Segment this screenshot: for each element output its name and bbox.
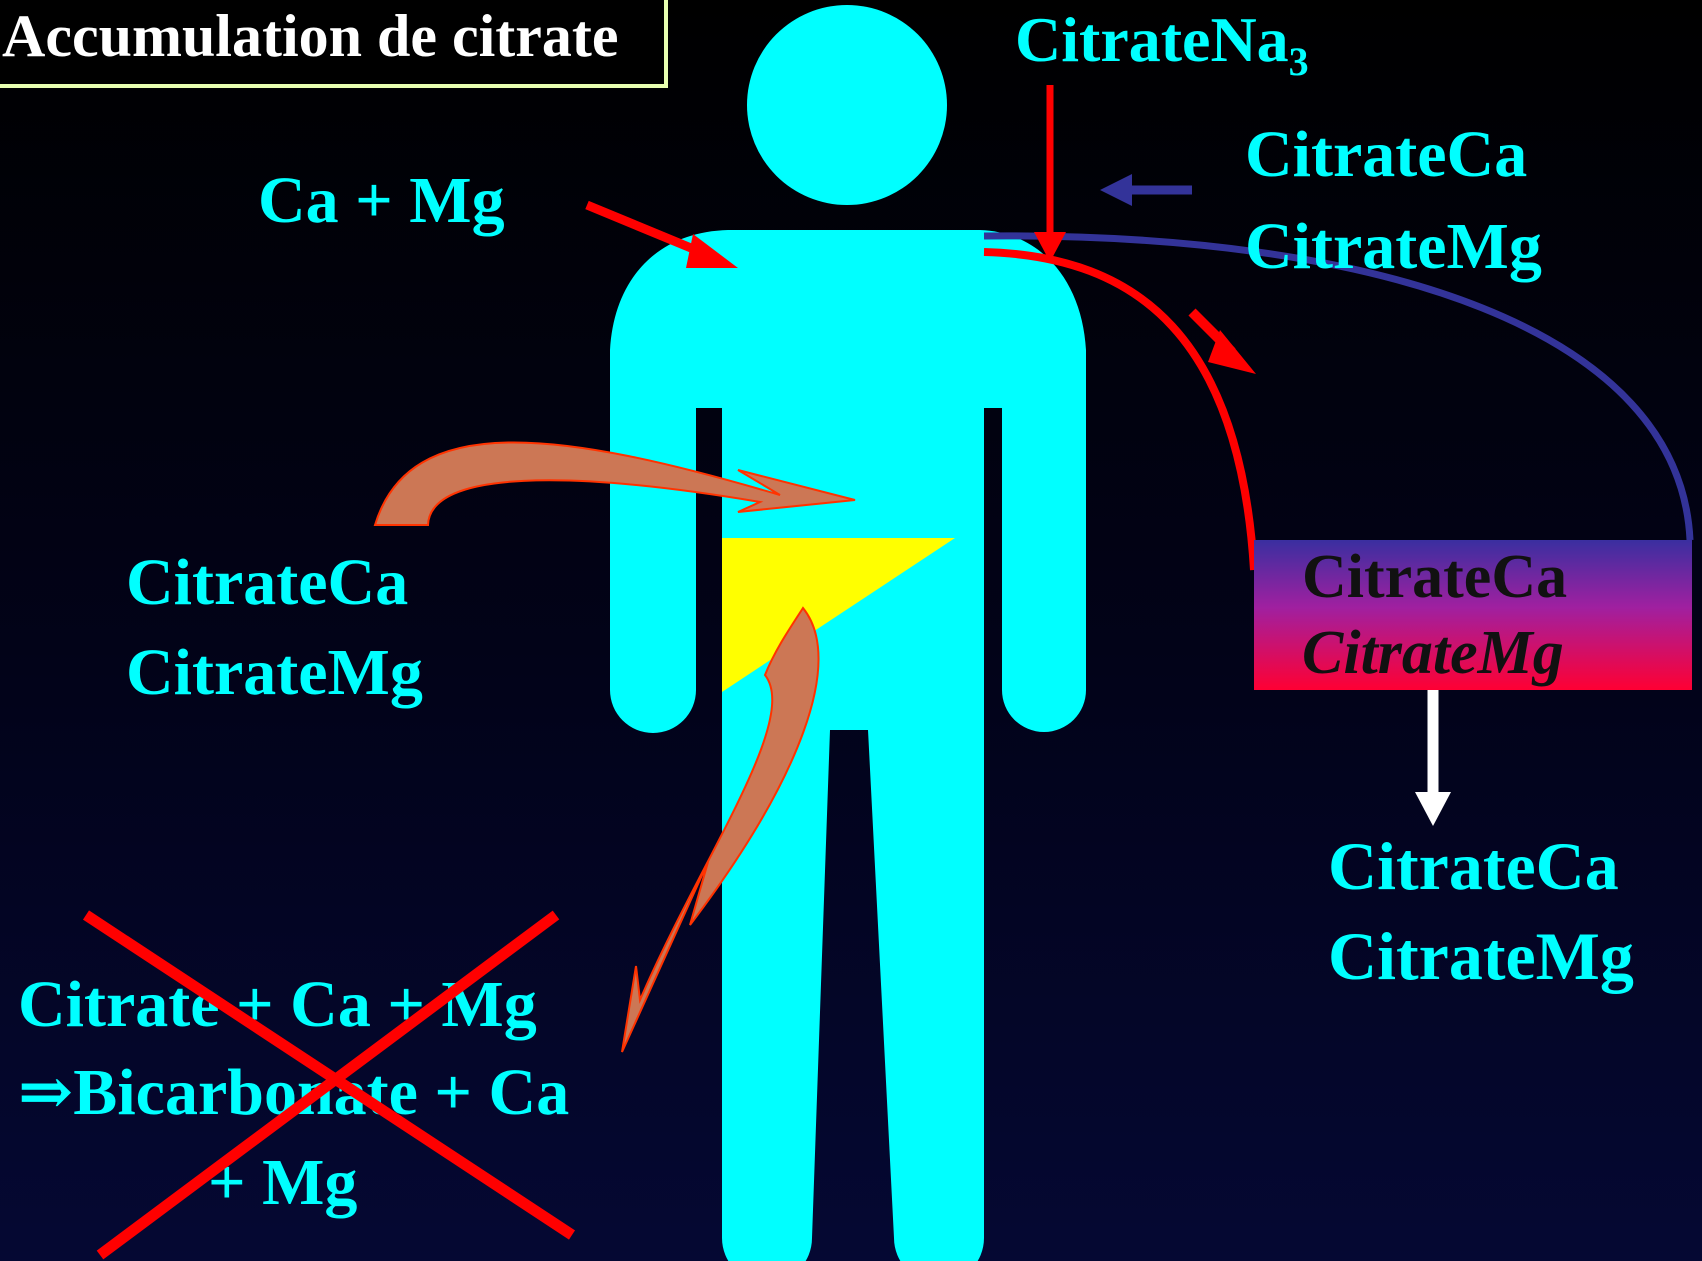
- cross-out-overlay: [0, 0, 1702, 1261]
